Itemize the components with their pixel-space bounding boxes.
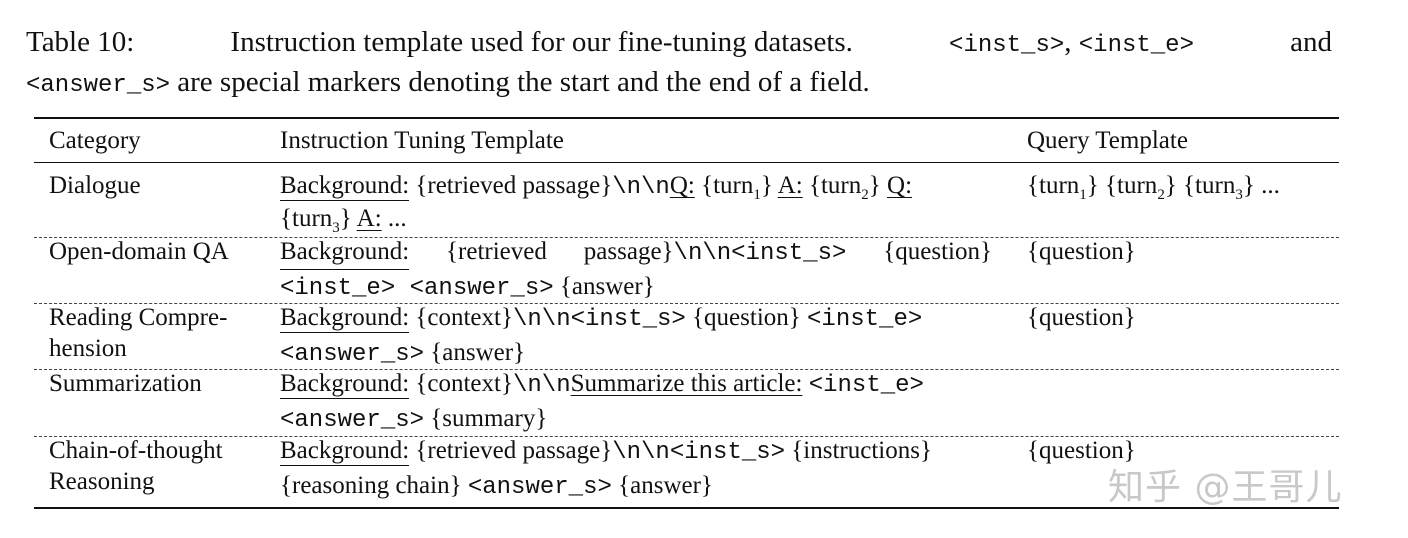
template-reading-comprehension-line-1: Background: {context}\n\n<inst_s> {quest… [280, 304, 923, 333]
header-category: Category [49, 127, 141, 154]
row-divider [34, 237, 1339, 238]
category-dialogue: Dialogue [49, 172, 141, 199]
template-chain-of-thought-line-1: Background: {retrieved passage}\n\n<inst… [280, 437, 932, 466]
table-bottom-rule [34, 507, 1339, 509]
category-chain-of-thought-line-2: Reasoning [49, 468, 155, 495]
row-divider [34, 436, 1339, 437]
template-dialogue-line-2: {turn3} A: ... [280, 205, 407, 236]
watermark: 知乎 @王哥儿 [1108, 467, 1343, 508]
marker-answer-s: <answer_s> [26, 72, 171, 99]
caption-line-1: Table 10: Instruction template used for … [26, 24, 1332, 64]
category-open-domain-qa: Open-domain QA [49, 238, 229, 265]
category-summarization: Summarization [49, 370, 202, 397]
category-chain-of-thought-line-1: Chain-of-thought [49, 437, 223, 464]
row-divider [34, 303, 1339, 304]
caption-line-2: <answer_s> are special markers denoting … [26, 64, 1332, 104]
caption-markers: <inst_s>, <inst_e> [949, 26, 1194, 59]
category-reading-comprehension-line-2: hension [49, 335, 127, 362]
header-query-template: Query Template [1027, 127, 1188, 154]
row-divider [34, 369, 1339, 370]
template-chain-of-thought-line-2: {reasoning chain} <answer_s> {answer} [280, 472, 713, 501]
template-dialogue-line-1: Background: {retrieved passage}\n\nQ: {t… [280, 172, 913, 203]
template-open-domain-qa-line-2: <inst_e> <answer_s> {answer} [280, 273, 655, 302]
marker-inst-s: <inst_s> [949, 32, 1065, 59]
table-top-rule [34, 117, 1339, 119]
query-chain-of-thought: {question} [1027, 437, 1136, 464]
template-reading-comprehension-line-2: <answer_s> {answer} [280, 339, 526, 368]
query-open-domain-qa: {question} [1027, 238, 1136, 265]
table-header-rule [34, 162, 1339, 164]
table-caption: Table 10: Instruction template used for … [26, 24, 1332, 104]
category-reading-comprehension-line-1: Reading Compre- [49, 304, 228, 331]
caption-label: Table 10: [26, 26, 135, 58]
template-summarization-line-1: Background: {context}\n\nSummarize this … [280, 370, 924, 399]
query-dialogue: {turn1} {turn2} {turn3} ... [1027, 172, 1280, 203]
query-reading-comprehension: {question} [1027, 304, 1136, 331]
template-summarization-line-2: <answer_s> {summary} [280, 405, 548, 434]
header-instruction-template: Instruction Tuning Template [280, 127, 564, 154]
caption-text-2: are special markers denoting the start a… [177, 66, 870, 98]
caption-and: and [1290, 26, 1332, 58]
caption-text-1: Instruction template used for our fine-t… [230, 26, 853, 58]
marker-inst-e: <inst_e> [1078, 32, 1194, 59]
